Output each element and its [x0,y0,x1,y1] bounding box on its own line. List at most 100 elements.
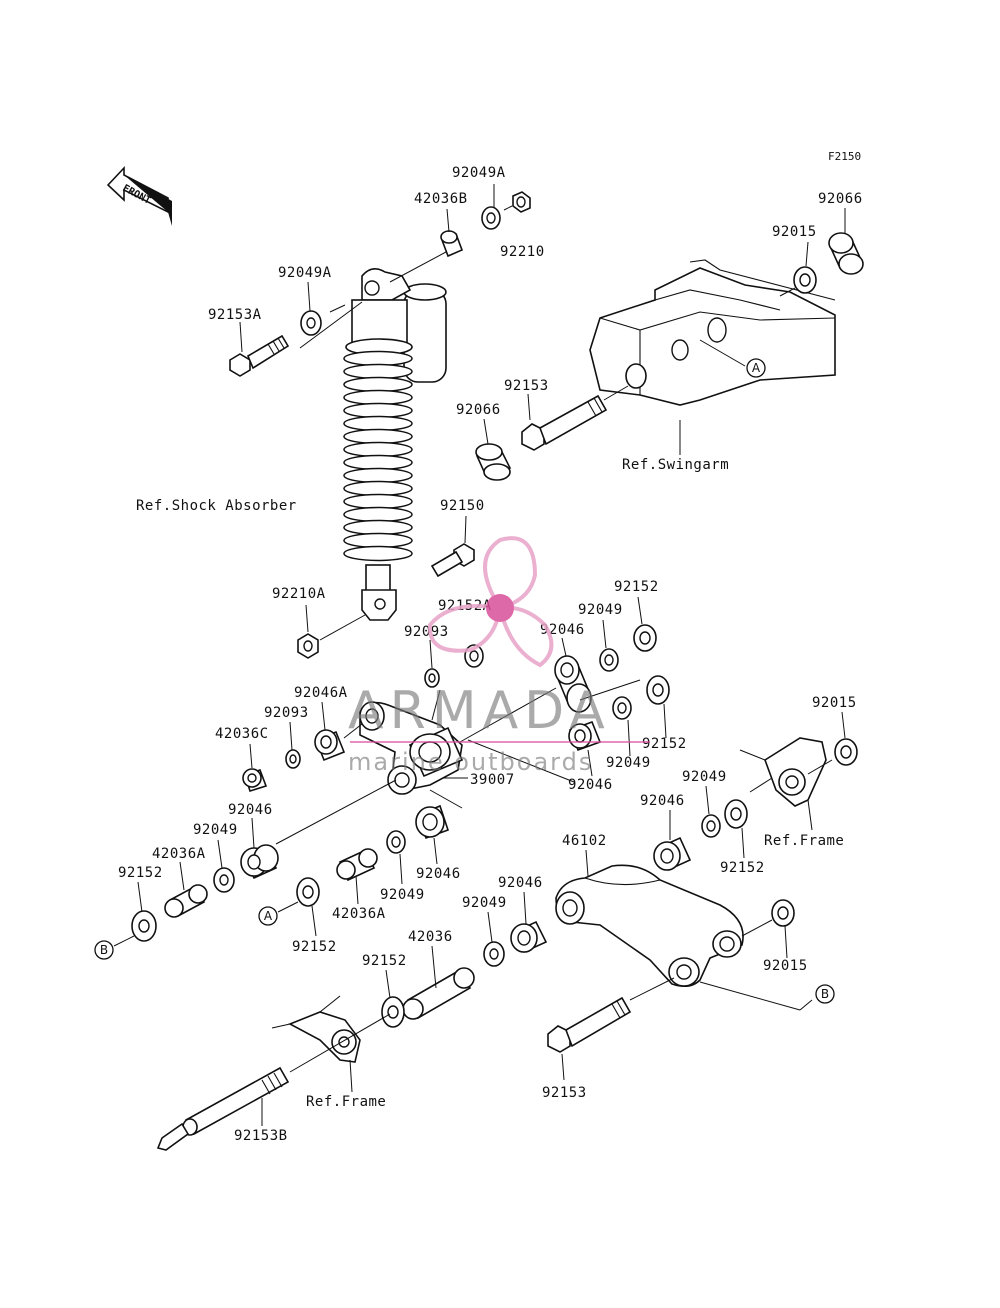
label-92153-mid: 92153 [504,378,549,394]
spring-coil [343,350,413,367]
bolt-92153-bottom [547,977,675,1053]
spring-coil [343,532,413,549]
collar-42036A-mid [336,848,378,882]
label-92210: 92210 [500,244,545,260]
ref-frame-right: Ref.Frame [764,833,844,849]
label-92046-f: 92046 [498,875,543,891]
label-42036A-mid: 42036A [332,906,386,922]
propeller-logo [427,536,554,668]
bolt-92153B [156,1013,391,1151]
washer-92049A-top [481,206,501,230]
spring-coil [343,363,413,380]
collar-92015-bottom [771,899,795,927]
label-92153B: 92153B [234,1128,288,1144]
svg-text:B: B [100,943,108,957]
label-92066-right: 92066 [818,191,863,207]
frame-bracket-right [739,737,827,807]
bearing-92046-f [510,920,548,954]
seal-92049-a [599,648,619,672]
label-42036B: 42036B [414,191,468,207]
seal-92093-a [424,668,440,688]
label-92049-e: 92049 [682,769,727,785]
spring-coil [343,454,413,471]
svg-text:A: A [752,361,761,375]
marker-b-right: B [815,984,835,1004]
front-arrow: FRONT [106,165,172,226]
collar-92015-top [793,266,817,294]
washer-92152-b [646,675,670,705]
collar-42036A-left [164,884,208,918]
seal-92093-b [285,749,301,769]
spring-coil [343,506,413,523]
washer-92152-f [381,996,405,1028]
label-92153-bottom: 92153 [542,1085,587,1101]
label-92049-d: 92049 [380,887,425,903]
ref-shock-absorber: Ref.Shock Absorber [136,498,297,514]
label-92046-c: 92046 [228,802,273,818]
bearing-92046A [314,729,346,762]
label-92150: 92150 [440,498,485,514]
label-92152-c: 92152 [118,865,163,881]
label-92046-e: 92046 [640,793,685,809]
seal-92049-f [483,941,505,967]
bearing-92046-a [554,655,592,713]
label-92049A-top: 92049A [452,165,506,181]
spring-coil [343,415,413,432]
label-92049A-left: 92049A [278,265,332,281]
figure-code: F2150 [828,150,861,163]
label-42036A-left: 42036A [152,846,206,862]
spring-coil [343,376,413,393]
seal-92049-c [213,867,235,893]
svg-text:A: A [264,909,273,923]
nut-92210A [297,633,319,659]
seal-92049-e [701,814,721,838]
link-46102 [555,864,744,988]
bearing-92046-c [240,844,279,880]
label-92152-e: 92152 [720,860,765,876]
label-92015-right: 92015 [812,695,857,711]
spring-coil [343,441,413,458]
ref-swingarm: Ref.Swingarm [622,457,729,473]
swingarm [589,259,836,455]
label-92015-top: 92015 [772,224,817,240]
marker-b-left: B [94,940,114,960]
ref-frame-bottom: Ref.Frame [306,1094,386,1110]
marker-a-lower: A [258,906,278,926]
label-92153A: 92153A [208,307,262,323]
spring-coil [343,493,413,510]
label-92049-a: 92049 [578,602,623,618]
spring-coil [343,467,413,484]
shock-absorber [299,268,447,621]
washer-92152-d [296,877,320,907]
watermark-tagline: marine outboards [348,748,593,776]
collar-42036C [242,768,268,793]
washer-92152-a [633,624,657,652]
cap-92066-right [828,232,864,275]
label-92046-d: 92046 [416,866,461,882]
spring-coil [343,428,413,445]
spring-coil [343,402,413,419]
bolt-92153-mid [521,394,608,451]
seal-92049-d [386,830,406,854]
label-92015-bottom: 92015 [763,958,808,974]
label-92049-f: 92049 [462,895,507,911]
marker-a-swingarm: A [746,358,766,378]
label-92066-left: 92066 [456,402,501,418]
washer-92152-c [131,910,157,942]
rocker-arm-39007 [359,701,464,795]
bearing-92046-d [415,804,450,840]
svg-text:B: B [821,987,829,1001]
label-92152-a: 92152 [614,579,659,595]
label-92046A: 92046A [294,685,348,701]
spring-coil [343,545,413,562]
label-92093-b: 92093 [264,705,309,721]
collar-42036 [402,967,475,1020]
watermark-brand: ARMADA [348,681,611,741]
label-42036C: 42036C [215,726,269,742]
label-92049-c: 92049 [193,822,238,838]
label-42036: 42036 [408,929,453,945]
armada-watermark: ARMADA marine outboards [348,536,650,776]
collar-92015-right [834,738,858,766]
washer-92049A-left [300,310,322,336]
bearing-92046-e [653,836,692,872]
